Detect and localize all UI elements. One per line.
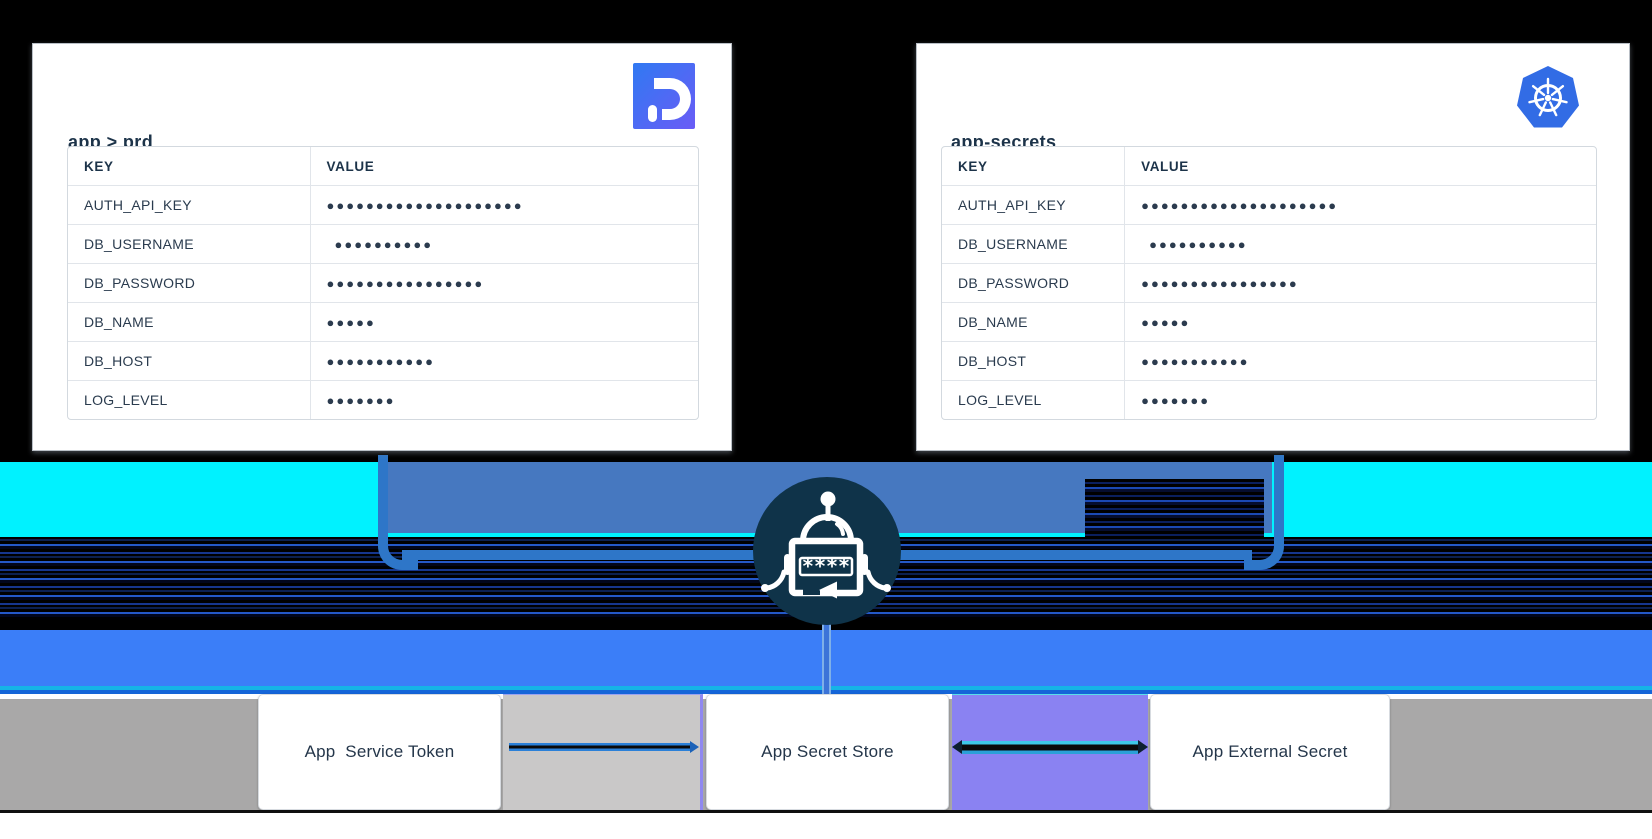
secret-row: DB_NAME ●●●●● (942, 302, 1596, 341)
secret-row: DB_USERNAME ●●●●●●●●●● (942, 224, 1596, 263)
black-line (0, 810, 1652, 813)
secret-row: DB_HOST ●●●●●●●●●●● (942, 341, 1596, 380)
flow-box-label: App Service Token (304, 742, 455, 761)
white-bottom-band (0, 813, 1652, 839)
left-connector-line (402, 550, 762, 560)
secret-key: LOG_LEVEL (68, 381, 311, 419)
value-column-header: VALUE (326, 158, 375, 174)
secret-key: DB_PASSWORD (942, 264, 1126, 302)
secret-row: DB_PASSWORD ●●●●●●●●●●●●●●●● (942, 263, 1596, 302)
secret-key: DB_USERNAME (942, 225, 1126, 263)
kubernetes-logo-icon (1516, 63, 1580, 138)
flow-box-external-secret: App External Secret (1150, 694, 1390, 810)
secret-key: DB_NAME (942, 303, 1126, 341)
secret-row: DB_HOST ●●●●●●●●●●● (68, 341, 698, 380)
secret-value-masked: ●●●●●●● (326, 392, 396, 408)
robot-downlink-line (822, 620, 831, 694)
secret-key: AUTH_API_KEY (68, 186, 311, 224)
secret-row: DB_PASSWORD ●●●●●●●●●●●●●●●● (68, 263, 698, 302)
doppler-secrets-card: app > prd KEY VALUE AUTH_API_KEY●●●●●●●●… (32, 43, 732, 451)
robot-password-mask: **** (802, 554, 850, 578)
value-column-header: VALUE (1141, 158, 1189, 174)
secret-value-masked: ●●●●●●●●●●● (1141, 353, 1250, 369)
secret-key: AUTH_API_KEY (942, 186, 1126, 224)
left-card-connector-bracket (378, 455, 418, 570)
key-column-header: KEY (942, 147, 1126, 185)
right-connector-line (892, 550, 1252, 560)
table-header-row: KEY VALUE (68, 147, 698, 185)
secret-row: LOG_LEVEL ●●●●●●● (942, 380, 1596, 419)
secret-row: DB_USERNAME ●●●●●●●●●● (68, 224, 698, 263)
secret-value-masked: ●●●●●●● (1141, 392, 1211, 408)
secrets-table: KEY VALUE AUTH_API_KEY●●●●●●●●●●●●●●●●●●… (67, 146, 699, 420)
flow-box-label: App External Secret (1192, 742, 1348, 761)
connector-block-gray (503, 694, 703, 810)
table-header-row: KEY VALUE (942, 147, 1596, 185)
secret-value-masked: ●●●●● (326, 314, 376, 330)
password-sync-robot-icon: **** (753, 477, 901, 625)
secret-value-masked: ●●●●●●●●●●●●●●●●●●●● (326, 197, 524, 213)
key-column-header: KEY (68, 147, 311, 185)
glitch-stripe-pocket (1085, 479, 1264, 537)
secret-row: AUTH_API_KEY ●●●●●●●●●●●●●●●●●●●● (68, 185, 698, 224)
arrow-line (509, 741, 699, 753)
secret-key: DB_PASSWORD (68, 264, 311, 302)
secret-key: LOG_LEVEL (942, 381, 1126, 419)
secret-value-masked: ●●●●●●●●●● (334, 236, 434, 252)
secret-value-masked: ●●●●●●●●●●●●●●●● (1141, 275, 1299, 291)
flow-box-service-token: App Service Token (258, 694, 501, 810)
secret-row: LOG_LEVEL ●●●●●●● (68, 380, 698, 419)
secret-key: DB_HOST (68, 342, 311, 380)
secret-key: DB_USERNAME (68, 225, 311, 263)
double-arrow-line (952, 740, 1148, 754)
flow-box-secret-store: App Secret Store (706, 694, 949, 810)
secret-key: DB_HOST (942, 342, 1126, 380)
secrets-table: KEY VALUE AUTH_API_KEY●●●●●●●●●●●●●●●●●●… (941, 146, 1597, 420)
secret-value-masked: ●●●●●●●●●●● (326, 353, 435, 369)
right-card-connector-bracket (1244, 455, 1284, 570)
secret-row: AUTH_API_KEY ●●●●●●●●●●●●●●●●●●●● (942, 185, 1596, 224)
flow-box-label: App Secret Store (761, 742, 894, 761)
secret-key: DB_NAME (68, 303, 311, 341)
doppler-logo-icon (633, 63, 695, 134)
secret-value-masked: ●●●●● (1141, 314, 1191, 330)
secret-row: DB_NAME ●●●●● (68, 302, 698, 341)
secret-value-masked: ●●●●●●●●●●●●●●●●●●●● (1141, 197, 1339, 213)
kubernetes-secrets-card: app-secrets KEY VALUE AUTH_API_KEY●●●●●●… (916, 43, 1630, 451)
secret-value-masked: ●●●●●●●●●●●●●●●● (326, 275, 485, 291)
secret-value-masked: ●●●●●●●●●● (1149, 236, 1248, 252)
connector-block-purple (952, 694, 1148, 810)
